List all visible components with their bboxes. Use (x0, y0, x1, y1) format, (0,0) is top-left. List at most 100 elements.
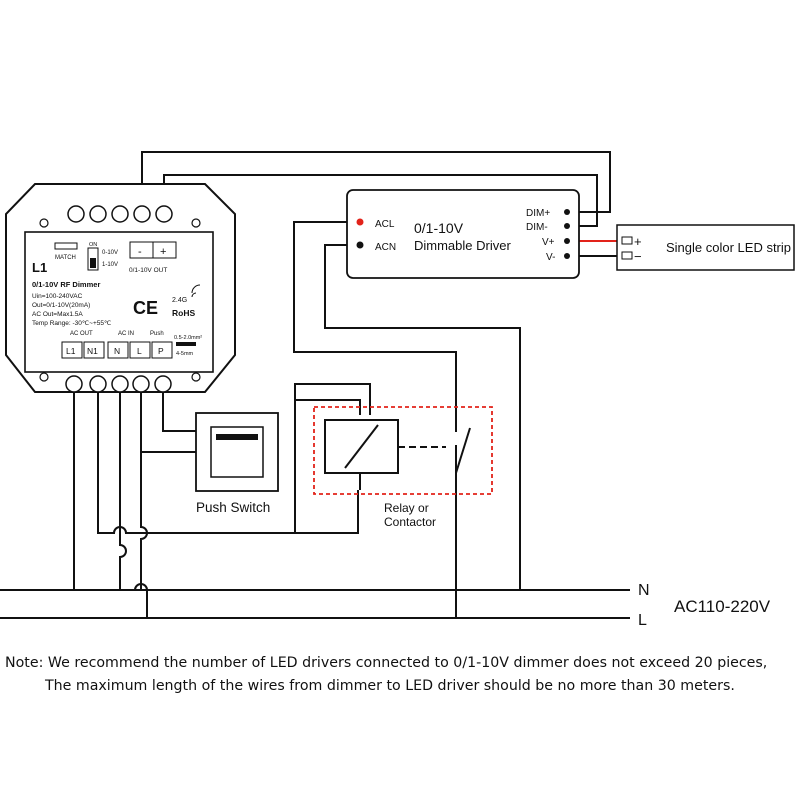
mode-on-label: ON (89, 242, 97, 248)
screw-terminal (67, 205, 85, 223)
terminal-label-p: P (158, 346, 164, 356)
terminal-label-l1: L1 (66, 346, 76, 356)
mains-voltage-label: AC110-220V (674, 597, 771, 616)
strip-label: Single color LED strip (666, 240, 791, 255)
spec-uin: Uin=100-240VAC (32, 293, 83, 300)
ce-mark: CE (133, 298, 158, 318)
relay-coil (324, 419, 399, 474)
v-plus-dot (564, 238, 570, 244)
wire-dim-plus (141, 151, 611, 213)
acn-terminal-dot (356, 241, 364, 249)
wire-size-label: 0.5-2.0mm² (174, 335, 202, 341)
note-text-1: We recommend the number of LED drivers c… (47, 655, 768, 671)
mount-hole-tr (191, 218, 201, 228)
match-label: MATCH (55, 255, 76, 261)
spec-acout: AC Out=Max1.5A (32, 311, 83, 318)
mount-hole-br (191, 372, 201, 382)
mains-l-label: L (638, 612, 647, 629)
model-label: L1 (32, 260, 47, 275)
wires (0, 151, 630, 619)
ac-in-label: AC IN (118, 331, 134, 337)
acl-label: ACL (375, 219, 395, 230)
push-switch-label: Push Switch (196, 500, 270, 515)
terminal-box-p (151, 341, 173, 359)
acl-terminal-dot (356, 218, 364, 226)
screw-terminal-dim-plus (133, 205, 151, 223)
out-plus-label: + (160, 246, 166, 258)
screw-terminal-n1 (89, 375, 107, 393)
rohs-label: RoHS (172, 308, 195, 318)
screw-terminal-l1 (65, 375, 83, 393)
wireless-icon (191, 284, 201, 298)
wire-acl (293, 221, 457, 425)
terminal-label-l: L (137, 346, 142, 356)
strip-minus-label: − (634, 249, 642, 264)
terminal-label-n1: N1 (87, 346, 98, 356)
note-key: Note: (5, 655, 44, 671)
v-plus-label: V+ (542, 237, 555, 248)
bottom-screw-terminals (65, 375, 172, 393)
out-label: 0/1-10V OUT (129, 267, 167, 274)
mount-hole-bl (39, 372, 49, 382)
mains-n-label: N (638, 582, 650, 599)
dimmer-module: MATCH L1 ON 0-10V 1-10V - + 0/1-10V OUT … (5, 183, 236, 393)
terminal-box-n1 (83, 341, 105, 359)
screw-terminal-dim-minus (155, 205, 173, 223)
driver-title: 0/1-10V (414, 220, 464, 236)
terminal-box-n (107, 341, 129, 359)
driver-subtitle: Dimmable Driver (414, 238, 511, 253)
push-switch: Push Switch (195, 412, 279, 515)
strip-plus-pad (621, 236, 633, 245)
mode-switch-knob (90, 258, 96, 268)
acn-label: ACN (375, 242, 396, 253)
led-driver: ACL ACN 0/1-10V Dimmable Driver DIM+ DIM… (346, 189, 580, 279)
strip-plus-label: + (634, 234, 642, 249)
relay-dashed-box (313, 406, 493, 495)
relay-coil-slash (344, 424, 379, 469)
rf-label: 2.4G (172, 297, 187, 304)
relay-label-line2: Contactor (384, 515, 436, 529)
out-minus-label: - (138, 246, 142, 258)
mount-hole-tl (39, 218, 49, 228)
screw-terminal (89, 205, 107, 223)
top-screw-terminals (67, 205, 173, 223)
v-minus-dot (564, 253, 570, 259)
dim-plus-dot (564, 209, 570, 215)
led-strip-box (616, 224, 795, 271)
wire-p (162, 383, 196, 432)
push-label: Push (150, 331, 164, 337)
screw-terminal-n (111, 375, 129, 393)
match-button-icon (54, 242, 78, 250)
v-minus-label: V- (546, 252, 555, 263)
terminal-label-boxes (61, 341, 173, 359)
wire-n (119, 383, 127, 590)
strip-length-icon (176, 342, 196, 346)
terminal-box-l (129, 341, 151, 359)
mode-switch-icon (87, 247, 99, 271)
terminal-label-n: N (114, 346, 120, 356)
strip-minus-pad (621, 251, 633, 260)
dim-minus-label: DIM- (526, 222, 548, 233)
dimmer-title: 0/1-10V RF Dimmer (32, 280, 100, 289)
dim-minus-dot (564, 223, 570, 229)
relay-label-line1: Relay or (384, 501, 429, 515)
note-block: Note: We recommend the number of LED dri… (5, 652, 795, 698)
spec-temp: Temp Range: -30℃~+55℃ (32, 320, 112, 327)
led-strip: + − Single color LED strip (616, 224, 795, 271)
ac-out-label: AC OUT (70, 331, 93, 337)
wire-l (134, 383, 196, 618)
strip-length-label: 4-5mm (176, 351, 194, 357)
screw-terminal-l (132, 375, 150, 393)
push-switch-rocker (216, 434, 258, 440)
terminal-box-l1 (61, 341, 83, 359)
note-line-2: The maximum length of the wires from dim… (45, 678, 735, 694)
wire-acn (324, 244, 521, 590)
driver-box (346, 189, 580, 279)
mode-110-label: 1-10V (102, 262, 118, 268)
screw-terminal (111, 205, 129, 223)
screw-terminal-p (154, 375, 172, 393)
wire-coil-top (295, 399, 361, 415)
note-line-1: Note: We recommend the number of LED dri… (5, 652, 795, 675)
spec-out: Out=0/1-10V(20mA) (32, 302, 90, 309)
